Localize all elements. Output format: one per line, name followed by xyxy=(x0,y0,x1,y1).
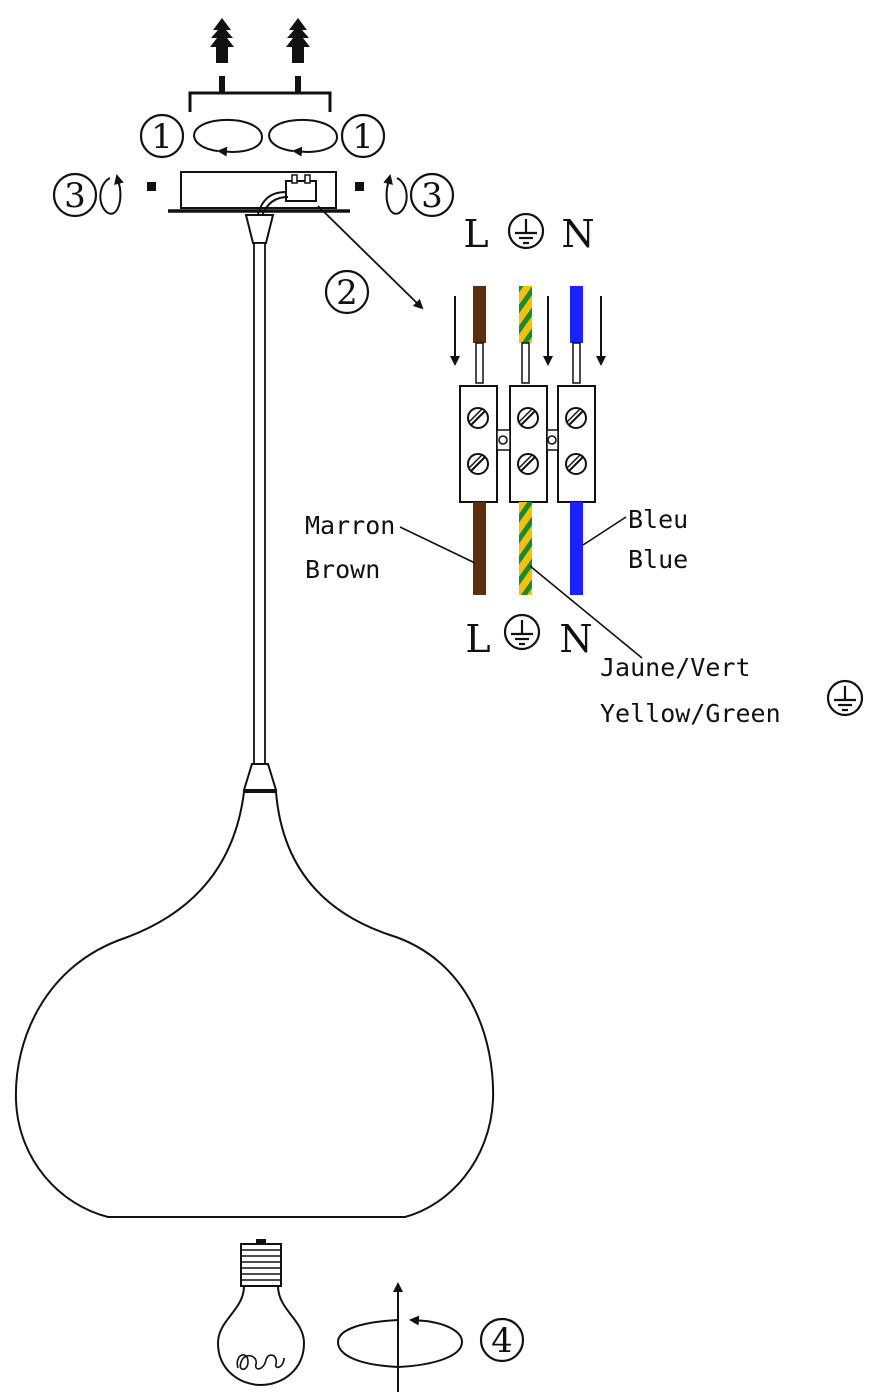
step-4: 4 xyxy=(479,1317,525,1363)
step-3-right: 3 xyxy=(409,172,455,218)
insert-arrows xyxy=(450,296,606,366)
svg-text:Marron: Marron xyxy=(305,511,395,540)
earth-symbol-icon xyxy=(507,212,545,250)
suspension-cable xyxy=(242,214,278,791)
svg-text:3: 3 xyxy=(421,176,443,216)
svg-text:1: 1 xyxy=(151,117,173,157)
outgoing-wires xyxy=(473,502,583,595)
terminal-bottom-live-label: L xyxy=(465,617,490,661)
terminal-top-live-label: L xyxy=(463,212,488,256)
svg-text:1: 1 xyxy=(352,117,374,157)
svg-text:Brown: Brown xyxy=(305,555,380,584)
svg-text:4: 4 xyxy=(491,1321,513,1361)
step-2: 2 xyxy=(324,269,370,315)
light-bulb-icon xyxy=(216,1239,306,1387)
step-1-right: 1 xyxy=(340,113,386,159)
brown-wire-label: Marron Brown xyxy=(305,511,476,584)
terminal-top-neutral-label: N xyxy=(561,212,594,256)
rotate-arrow-icon xyxy=(383,174,408,215)
step-3-left: 3 xyxy=(52,172,98,218)
incoming-wires xyxy=(473,286,583,384)
svg-text:Blue: Blue xyxy=(628,545,688,574)
rotate-arrow-icon xyxy=(193,119,339,157)
screw-anchor-icon xyxy=(210,18,234,92)
blue-wire-label: Bleu Blue xyxy=(582,505,688,574)
terminal-block xyxy=(459,385,596,503)
ceiling-canopy xyxy=(147,171,364,217)
earth-symbol-icon xyxy=(503,613,541,651)
step-2-pointer xyxy=(317,205,424,310)
lamp-shade xyxy=(14,791,495,1218)
svg-text:2: 2 xyxy=(336,273,358,313)
svg-text:3: 3 xyxy=(64,176,86,216)
svg-text:Yellow/Green: Yellow/Green xyxy=(600,699,781,728)
step-1-left: 1 xyxy=(139,113,185,159)
earth-wire-label: Jaune/Vert Yellow/Green xyxy=(529,565,864,728)
svg-text:Bleu: Bleu xyxy=(628,505,688,534)
rotate-arrow-icon xyxy=(336,1282,464,1392)
svg-text:Jaune/Vert: Jaune/Vert xyxy=(600,653,751,682)
mounting-bracket xyxy=(188,91,332,112)
screw-anchor-icon xyxy=(286,18,310,92)
earth-symbol-icon xyxy=(826,679,864,717)
rotate-arrow-icon xyxy=(99,174,124,215)
terminal-bottom-neutral-label: N xyxy=(559,617,592,661)
